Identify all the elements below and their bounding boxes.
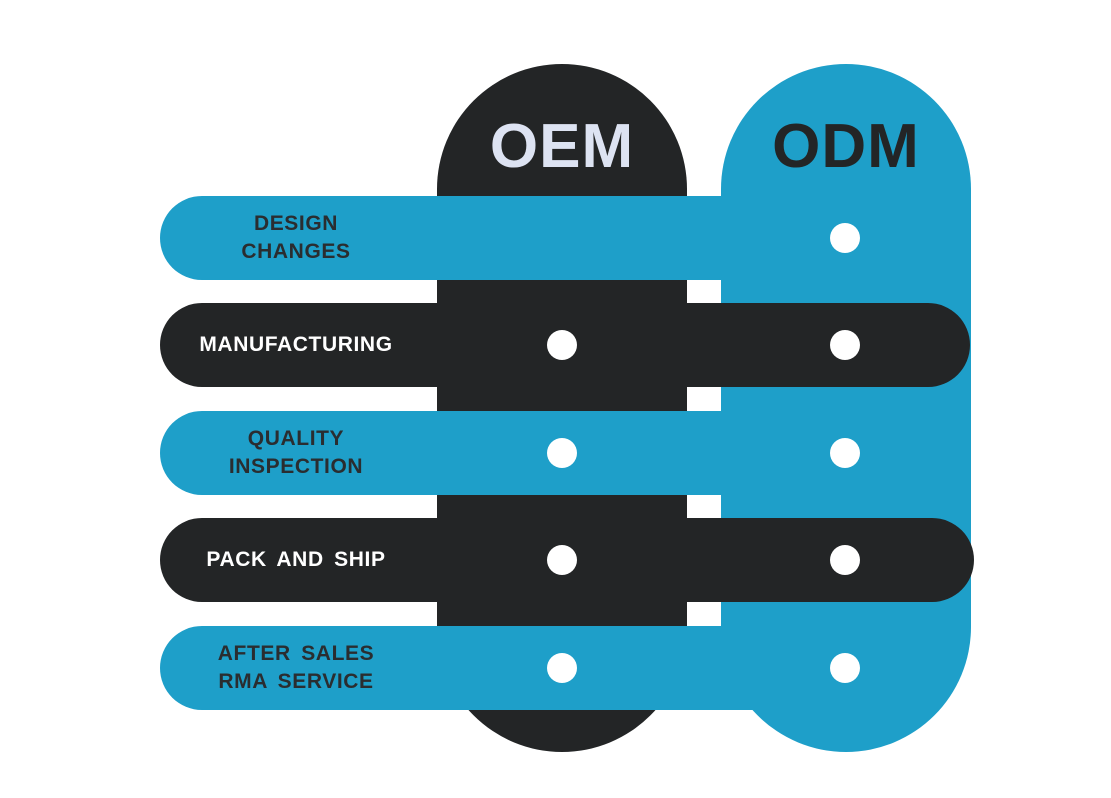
odm-check-dot — [830, 545, 860, 575]
odm-check-dot — [830, 223, 860, 253]
odm-column — [721, 64, 971, 752]
odm-check-dot — [830, 438, 860, 468]
odm-check-dot — [830, 330, 860, 360]
row-quality-inspection — [160, 411, 760, 495]
row-label-design-changes: DESIGN CHANGES — [241, 212, 351, 263]
row-label-after-sales-rma-service: AFTER SALES RMA SERVICE — [217, 642, 375, 693]
oem-check-dot — [547, 438, 577, 468]
odm-heading: ODM — [772, 112, 920, 181]
row-label-manufacturing: MANUFACTURING — [199, 333, 393, 356]
oem-check-dot — [547, 653, 577, 683]
odm-check-dot — [830, 653, 860, 683]
row-after-sales-rma-service — [160, 626, 760, 710]
oem-heading: OEM — [489, 112, 635, 181]
row-label-pack-and-ship: PACK AND SHIP — [206, 548, 386, 571]
row-label-quality-inspection: QUALITY INSPECTION — [228, 427, 364, 478]
row-design-changes — [160, 196, 760, 280]
oem-check-dot — [547, 330, 577, 360]
oem-check-dot — [547, 545, 577, 575]
